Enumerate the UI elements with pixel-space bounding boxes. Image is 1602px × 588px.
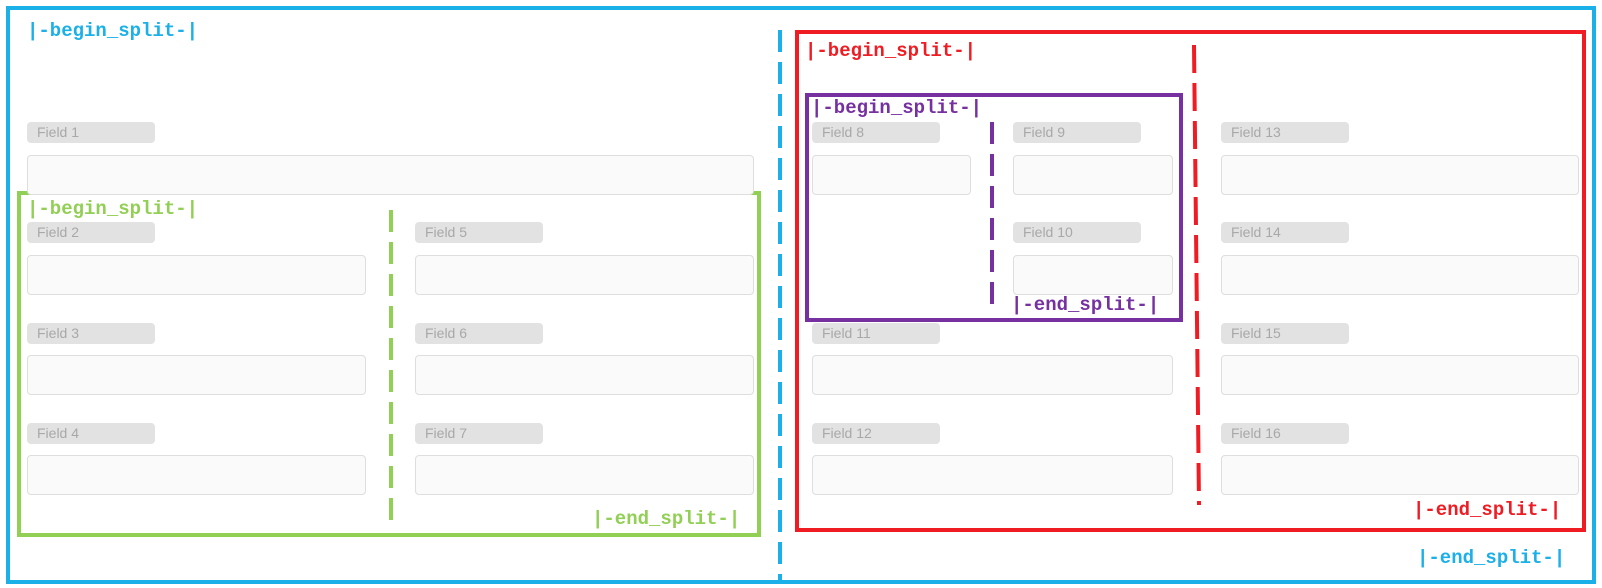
field-9-input[interactable]: [1013, 155, 1173, 195]
field-5-input[interactable]: [415, 255, 754, 295]
field-12-input[interactable]: [812, 455, 1173, 495]
field-4-input[interactable]: [27, 455, 366, 495]
field-10-input[interactable]: [1013, 255, 1173, 295]
red-split-divider: [1192, 45, 1201, 505]
field-1-label: Field 1: [27, 122, 155, 143]
red-end-marker: |-end_split-|: [1413, 499, 1562, 521]
outer-split-divider: [778, 30, 782, 580]
field-9-label: Field 9: [1013, 122, 1141, 143]
field-7-input[interactable]: [415, 455, 754, 495]
field-14-input[interactable]: [1221, 255, 1579, 295]
field-15-label: Field 15: [1221, 323, 1349, 344]
green-split-divider: [389, 210, 393, 525]
outer-end-marker: |-end_split-|: [1417, 547, 1566, 569]
field-8-label: Field 8: [812, 122, 940, 143]
field-11-label: Field 11: [812, 323, 940, 344]
field-3-label: Field 3: [27, 323, 155, 344]
field-13-label: Field 13: [1221, 122, 1349, 143]
field-12-label: Field 12: [812, 423, 940, 444]
purple-split-frame: [805, 93, 1183, 322]
field-2-input[interactable]: [27, 255, 366, 295]
outer-begin-marker: |-begin_split-|: [27, 20, 199, 42]
field-5-label: Field 5: [415, 222, 543, 243]
red-split-frame: [795, 30, 1586, 532]
field-1-input[interactable]: [27, 155, 754, 195]
field-15-input[interactable]: [1221, 355, 1579, 395]
field-4-label: Field 4: [27, 423, 155, 444]
field-3-input[interactable]: [27, 355, 366, 395]
field-7-label: Field 7: [415, 423, 543, 444]
purple-split-divider: [990, 122, 994, 307]
field-6-input[interactable]: [415, 355, 754, 395]
field-11-input[interactable]: [812, 355, 1173, 395]
green-end-marker: |-end_split-|: [592, 508, 741, 530]
outer-split-frame: [6, 6, 1596, 584]
green-begin-marker: |-begin_split-|: [27, 198, 199, 220]
field-14-label: Field 14: [1221, 222, 1349, 243]
field-16-label: Field 16: [1221, 423, 1349, 444]
purple-end-marker: |-end_split-|: [1011, 294, 1160, 316]
field-13-input[interactable]: [1221, 155, 1579, 195]
purple-begin-marker: |-begin_split-|: [811, 97, 983, 119]
red-begin-marker: |-begin_split-|: [805, 40, 977, 62]
field-10-label: Field 10: [1013, 222, 1141, 243]
field-2-label: Field 2: [27, 222, 155, 243]
field-6-label: Field 6: [415, 323, 543, 344]
field-16-input[interactable]: [1221, 455, 1579, 495]
field-8-input[interactable]: [812, 155, 971, 195]
